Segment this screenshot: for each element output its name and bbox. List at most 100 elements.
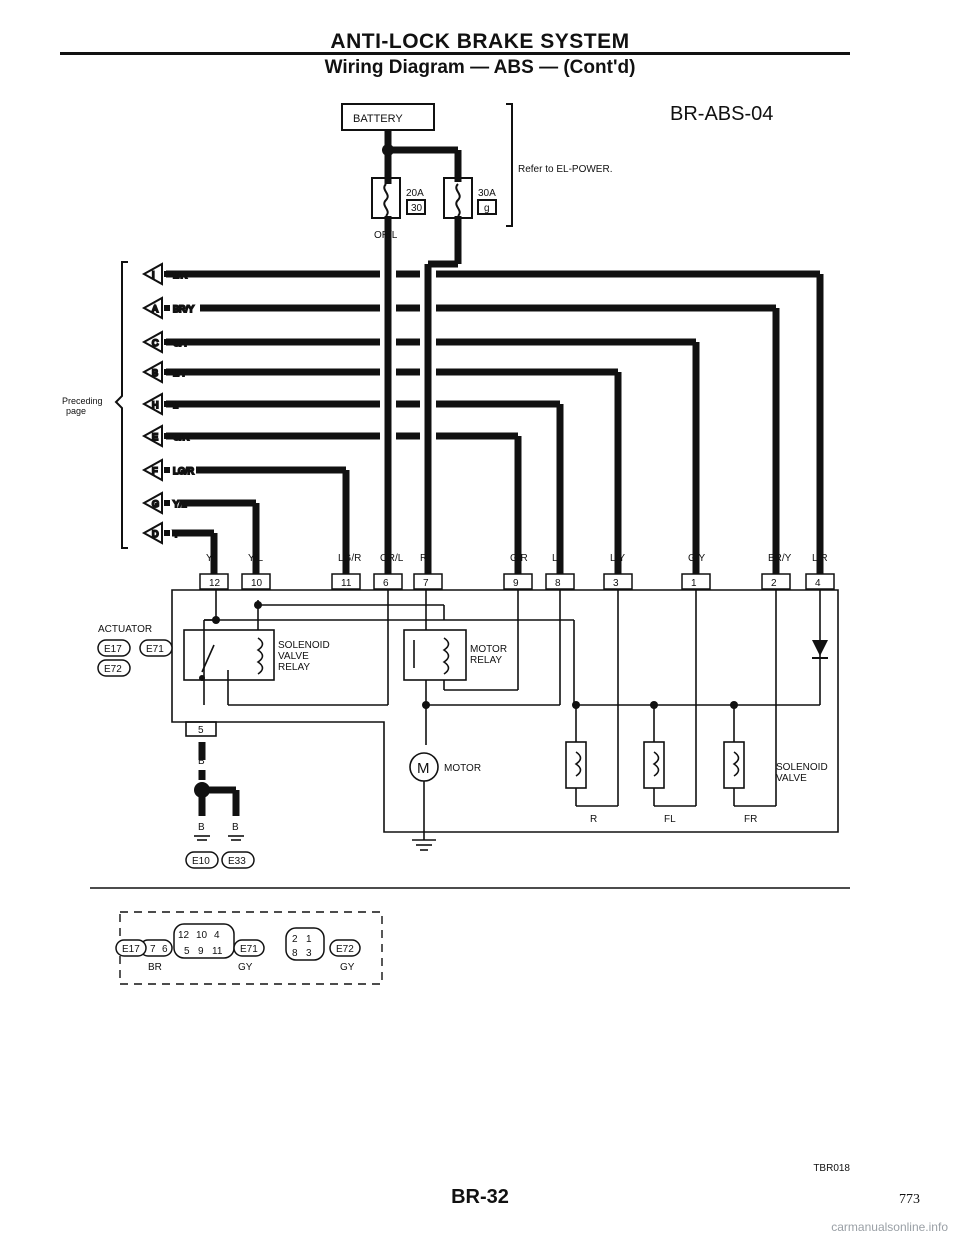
legend-e17-color: BR [148, 962, 162, 973]
valve-r-label: R [590, 814, 597, 825]
svg-text:E17: E17 [122, 944, 140, 955]
valve-fl-label: FL [664, 814, 676, 825]
connector-color: L/Y [173, 368, 187, 378]
actuator-conn-e71: E71 [139, 639, 173, 657]
terminal-2: BR/Y 2 [761, 553, 792, 590]
terminal-color: L/Y [610, 553, 625, 564]
fuse-20a-wire: OR/L [374, 230, 398, 241]
motor-m: M [417, 760, 430, 777]
solenoid-relay-box [183, 629, 275, 681]
battery-label: BATTERY [353, 113, 403, 125]
refer-label: Refer to EL-POWER. [518, 164, 612, 175]
svg-text:7: 7 [150, 944, 156, 955]
valve-fl [643, 741, 665, 789]
diagram-code: BR-ABS-04 [670, 103, 773, 125]
terminal-pin: 1 [691, 578, 697, 589]
connector-color: Y [173, 529, 179, 539]
svg-text:E72: E72 [336, 944, 354, 955]
legend-e72-color: GY [340, 962, 355, 973]
connector-letter: D [152, 529, 159, 539]
svg-text:6: 6 [162, 944, 168, 955]
svg-text:E10: E10 [192, 856, 210, 867]
preceding-brace [114, 261, 128, 549]
terminal-color: OR/L [380, 553, 404, 564]
connector-color: Y/L [173, 499, 187, 509]
connector-letter: I [152, 270, 155, 280]
diode-symbol [812, 640, 828, 656]
valve-r [565, 741, 587, 789]
terminal-color: R [420, 553, 427, 564]
page-number: BR-32 [451, 1186, 509, 1208]
terminal-color: L [552, 553, 558, 564]
connector-letter: G [152, 499, 159, 509]
svg-text:11: 11 [212, 946, 223, 957]
terminal-1: G/Y1 [681, 553, 711, 590]
svg-text:5: 5 [184, 946, 190, 957]
terminal-3: L/Y3 [603, 553, 633, 590]
fuse-30a-num: g [484, 203, 490, 214]
preceding-line2: page [66, 406, 86, 416]
terminal-pin: 12 [209, 578, 221, 589]
svg-text:1: 1 [306, 934, 312, 945]
connector-color: L [173, 400, 178, 410]
svg-text:E71: E71 [240, 944, 258, 955]
fuse-20a-symbol [383, 183, 389, 217]
ground-conn-e33: E33 [221, 851, 255, 869]
connector-g: G Y/L [141, 491, 188, 515]
svg-text:4: 4 [214, 930, 220, 941]
ground-wire-2: B [232, 822, 239, 833]
svg-text:E72: E72 [104, 664, 122, 675]
connector-color: BR/Y [173, 304, 194, 314]
svg-text:E33: E33 [228, 856, 246, 867]
header-rule [60, 52, 850, 55]
fuse-30-num-box [406, 199, 426, 215]
motor-label: MOTOR [444, 763, 481, 774]
ground-junction [194, 782, 210, 798]
terminal-color: G/R [510, 553, 528, 564]
terminal-color: BR/Y [768, 553, 792, 564]
fuse-20a-num: 30 [411, 203, 423, 214]
solenoid-valve-line1: SOLENOID [776, 762, 828, 773]
svg-text:10: 10 [196, 930, 208, 941]
connector-letter: F [152, 466, 158, 476]
connector-color: G/R [173, 432, 190, 442]
terminal-6: OR/L6 [373, 553, 404, 590]
legend-conn-e71: E71 [233, 939, 265, 957]
fuse-20a-amps: 20A [406, 188, 424, 199]
connector-color: L/R [173, 270, 188, 280]
legend-conn-e72: E72 [329, 939, 361, 957]
terminal-11: LG/R11 [331, 553, 361, 590]
refer-bracket [506, 103, 513, 227]
terminal-8: L8 [545, 553, 575, 590]
terminal-color: Y/L [248, 553, 263, 564]
terminal-pin: 10 [251, 578, 263, 589]
fuse-30a-symbol [455, 183, 461, 217]
terminal-color: Y [206, 553, 213, 564]
actuator-conn-e17: E17 [97, 639, 131, 657]
terminal-9: G/R 9 [503, 553, 533, 590]
actuator-label: ACTUATOR [98, 624, 152, 635]
terminal-pin: 9 [513, 578, 519, 589]
solenoid-valve-line2: VALVE [776, 773, 807, 784]
svg-text:E71: E71 [146, 644, 164, 655]
preceding-line1: Preceding [62, 396, 103, 406]
connector-color: LG/R [173, 466, 195, 476]
connector-letter: C [152, 338, 159, 348]
connector-color: G/Y [173, 338, 189, 348]
legend-e71-color: GY [238, 962, 253, 973]
ground-pin-box [185, 721, 217, 737]
terminal-pin: 2 [771, 578, 777, 589]
connector-letter: H [152, 400, 159, 410]
page-subtitle: Wiring Diagram — ABS — (Cont'd) [324, 57, 636, 78]
connector-f: F LG/R [141, 458, 196, 482]
terminal-pin: 11 [341, 578, 352, 589]
terminal-pin: 7 [423, 578, 429, 589]
relay-line1: SOLENOID [278, 640, 330, 651]
connector-letter: E [152, 432, 158, 442]
connector-e: E G/R [141, 424, 191, 448]
